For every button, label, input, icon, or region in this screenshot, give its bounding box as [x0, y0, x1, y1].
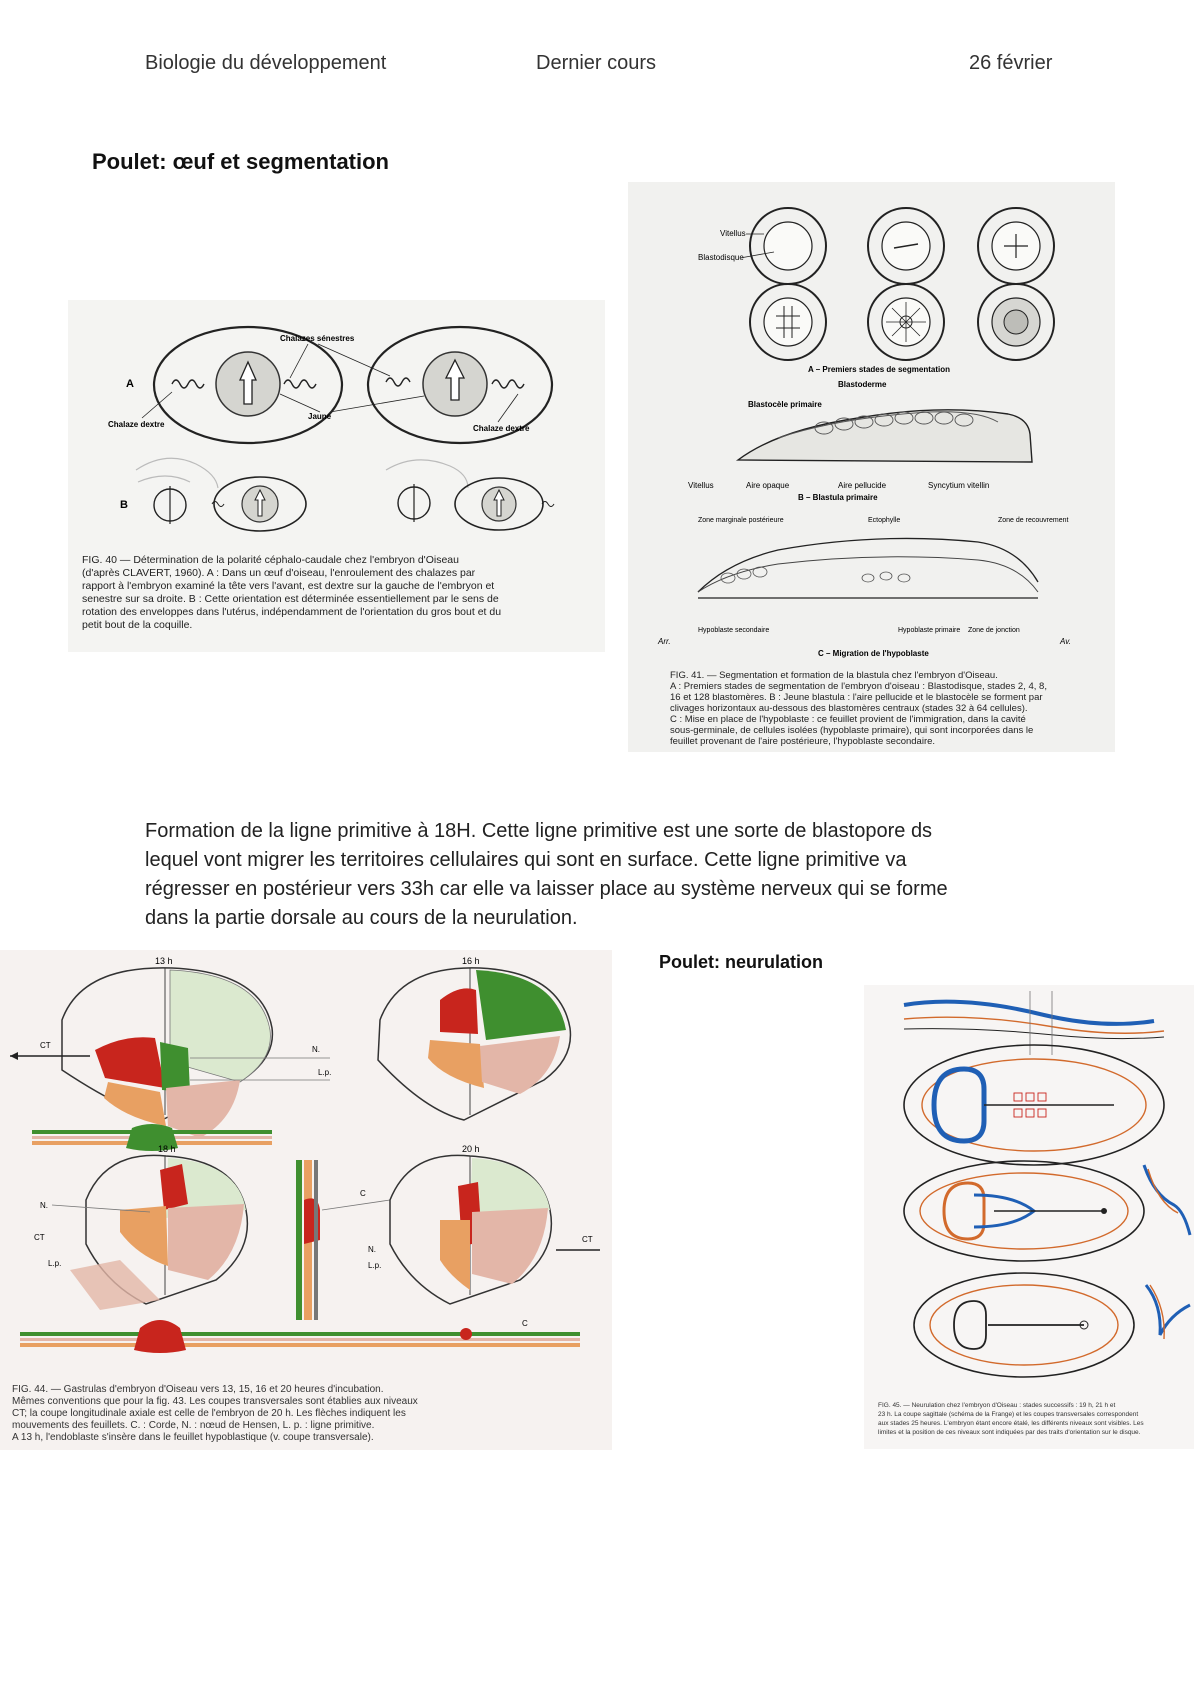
fig41-title-c: C – Migration de l'hypoblaste	[818, 649, 929, 658]
fig41-label-syncytium: Syncytium vitellin	[928, 481, 989, 490]
fig40-caption: FIG. 40 — Détermination de la polarité c…	[82, 554, 501, 631]
paragraph-line: dans la partie dorsale au cours de la ne…	[145, 907, 578, 929]
fig44-caption-line: CT; la coupe longitudinale axiale est ce…	[12, 1408, 406, 1419]
fig41-caption: FIG. 41. — Segmentation et formation de …	[670, 670, 1047, 747]
fig41-label-zone-marginale: Zone marginale postérieure	[698, 517, 784, 524]
fig41-label-zone-jonction: Zone de jonction	[968, 627, 1020, 634]
fig40-caption-line: senestre sur sa droite. B : Cette orient…	[82, 593, 499, 605]
fig45-caption-line: FIG. 45. — Neurulation chez l'embryon d'…	[878, 1402, 1116, 1409]
fig44-label-lp-3: L.p.	[368, 1261, 381, 1270]
fig41-caption-line: 16 et 128 blastomères. B : Jeune blastul…	[670, 692, 1043, 703]
paragraph-line: régresser en postérieur vers 33h car ell…	[145, 878, 948, 900]
fig41-title-a: A – Premiers stades de segmentation	[808, 365, 950, 374]
fig41-caption-line: clivages horizontaux au-dessous des blas…	[670, 703, 1028, 714]
fig45-neural-plate-sagittal	[903, 999, 1155, 1026]
fig44-longitudinal-section	[296, 1160, 302, 1320]
fig44-label-lp-1: L.p.	[318, 1068, 331, 1077]
section-title-neurulation: Poulet: neurulation	[659, 952, 823, 972]
fig41-caption-line: A : Premiers stades de segmentation de l…	[670, 681, 1047, 692]
fig44-notochord-13h	[95, 1037, 165, 1088]
fig45-caption-line: aux stades 25 heures. L'embryon étant en…	[878, 1420, 1144, 1427]
fig41-label-blastoderme: Blastoderme	[838, 380, 887, 389]
fig41-label-vitellus-b: Vitellus	[688, 481, 714, 490]
fig44-caption-line: mouvements des feuillets. C. : Corde, N.…	[12, 1420, 374, 1431]
fig44-label-n-1: N.	[312, 1045, 320, 1054]
fig44-label-c-2: C	[522, 1319, 528, 1328]
fig41-caption-line: FIG. 41. — Segmentation et formation de …	[670, 670, 998, 681]
fig44-ectoderm-16h	[476, 970, 566, 1040]
fig44-caption-line: A 13 h, l'endoblaste s'insère dans le fe…	[12, 1432, 374, 1443]
fig40-caption-line: petit bout de la coquille.	[82, 619, 192, 631]
fig44-time-20h: 20 h	[462, 1144, 480, 1154]
fig40-caption-line: (d'après CLAVERT, 1960). A : Dans un œuf…	[82, 567, 476, 579]
fig41-label-vitellus: Vitellus	[720, 229, 746, 238]
fig44-caption-line: Mêmes conventions que pour la fig. 43. L…	[12, 1396, 418, 1407]
fig41-label-hypoblaste-prim: Hypoblaste primaire	[898, 627, 960, 634]
fig40-egg-right	[366, 325, 554, 445]
figure-44-gastrulation: 13 h CT N. L.p. 16 h 18 h N. CT L.p. C N…	[0, 950, 612, 1450]
fig40-egg-left	[152, 325, 344, 445]
fig41-label-ectophylle: Ectophylle	[868, 517, 900, 524]
fig40-caption-line: rotation des enveloppes dans l'utérus, i…	[82, 606, 501, 618]
fig40-label-a: A	[126, 378, 134, 390]
fig40-label-jaune: Jaune	[308, 412, 332, 421]
fig41-title-b: B – Blastula primaire	[798, 493, 878, 502]
fig41-caption-line: sous-germinale, de cellules isolées (hyp…	[670, 725, 1033, 736]
fig44-time-13h: 13 h	[155, 956, 173, 966]
fig45-caption: FIG. 45. — Neurulation chez l'embryon d'…	[878, 1402, 1144, 1436]
fig41-label-arr: Arr.	[657, 637, 671, 646]
paragraph-line: lequel vont migrer les territoires cellu…	[145, 849, 907, 871]
header-lesson: Dernier cours	[536, 52, 657, 74]
fig44-label-ct-1: CT	[40, 1041, 51, 1050]
fig40-label-chalazes-senestres: Chalazes sénestres	[280, 334, 355, 343]
fig40-caption-line: rapport à l'embryon examiné la tête vers…	[82, 580, 494, 592]
fig44-label-c-1: C	[360, 1189, 366, 1198]
fig41-label-blastocele: Blastocèle primaire	[748, 400, 822, 409]
fig44-caption: FIG. 44. — Gastrulas d'embryon d'Oiseau …	[12, 1384, 418, 1443]
fig40-label-chalaze-dextre-1: Chalaze dextre	[108, 420, 165, 429]
fig40-label-b: B	[120, 499, 128, 511]
fig41-label-zone-recouvrement: Zone de recouvrement	[998, 517, 1068, 524]
fig44-time-16h: 16 h	[462, 956, 480, 966]
fig40-chalaze-dextre-left	[171, 379, 205, 389]
header-course: Biologie du développement	[145, 52, 387, 74]
fig44-notochord-18h	[160, 1164, 188, 1210]
fig45-caption-line: 23 h. La coupe sagittale (schéma de la F…	[878, 1411, 1138, 1418]
fig41-caption-line: C : Mise en place de l'hypoblaste : ce f…	[670, 714, 1026, 725]
figure-45-neurulation: FIG. 45. — Neurulation chez l'embryon d'…	[864, 985, 1194, 1449]
paragraph-line: Formation de la ligne primitive à 18H. C…	[145, 820, 933, 842]
header-date: 26 février	[969, 52, 1053, 74]
fig44-label-n-3: N.	[368, 1245, 376, 1254]
fig44-label-n-2: N.	[40, 1201, 48, 1210]
figure-41-segmentation: Vitellus Blastodisque A – Premiers stade…	[628, 182, 1115, 752]
body-paragraph: Formation de la ligne primitive à 18H. C…	[145, 817, 1045, 933]
fig40-caption-line: FIG. 40 — Détermination de la polarité c…	[82, 554, 459, 566]
fig44-label-lp-2: L.p.	[48, 1259, 61, 1268]
fig45-caption-line: limites et la position de ces niveaux so…	[878, 1429, 1141, 1436]
fig44-label-ct-3: CT	[582, 1235, 593, 1244]
fig41-label-av: Av.	[1059, 637, 1071, 646]
fig41-caption-line: feuillet provenant de l'aire postérieure…	[670, 736, 935, 747]
section-title-egg-segmentation: Poulet: œuf et segmentation	[92, 149, 389, 174]
fig41-hypoblast-migration	[697, 537, 1039, 593]
fig41-label-aire-opaque: Aire opaque	[746, 481, 790, 490]
fig41-label-blastodisque: Blastodisque	[698, 253, 744, 262]
figure-40-polarity: A Chalazes sénestres Jaune Chalaze dextr…	[68, 300, 605, 652]
fig44-time-18h: 18 h	[158, 1144, 176, 1154]
fig41-label-aire-pellucide: Aire pellucide	[838, 481, 887, 490]
fig40-label-chalaze-dextre-2: Chalaze dextre	[473, 424, 530, 433]
fig44-caption-line: FIG. 44. — Gastrulas d'embryon d'Oiseau …	[12, 1384, 383, 1395]
fig41-label-hypoblaste-sec: Hypoblaste secondaire	[698, 627, 769, 634]
fig44-label-ct-2: CT	[34, 1233, 45, 1242]
